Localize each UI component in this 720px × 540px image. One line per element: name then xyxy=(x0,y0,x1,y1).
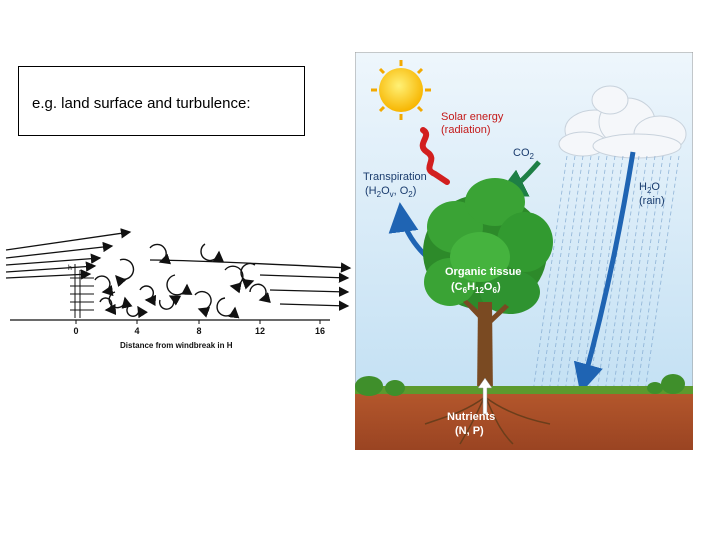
tick-label-4: 4 xyxy=(134,326,139,336)
height-axis-label: h xyxy=(68,265,72,272)
transpiration-formula: (H2Ov, O2) xyxy=(365,185,416,199)
tree-roots xyxy=(424,396,551,445)
tick-label-16: 16 xyxy=(315,326,325,336)
tick-marks xyxy=(75,320,321,324)
grass-strip xyxy=(355,386,693,394)
nutrients-label: Nutrients xyxy=(447,411,495,423)
caption-box: e.g. land surface and turbulence: xyxy=(18,66,305,136)
co2-label: CO2 xyxy=(513,147,535,161)
soil-ground xyxy=(355,392,693,450)
nutrients-formula: (N, P) xyxy=(455,425,484,437)
tree-canopy xyxy=(423,178,553,314)
solar-radiation-arrow xyxy=(419,127,450,185)
transpiration-label: Transpiration xyxy=(363,171,427,183)
rain-streaks xyxy=(532,155,680,393)
solar-energy-label: Solar energy xyxy=(441,111,504,123)
radiation-label: (radiation) xyxy=(441,124,491,136)
shrubs xyxy=(355,374,685,396)
turbulence-eddies xyxy=(94,243,271,319)
h2o-label: H2O xyxy=(639,181,660,195)
caption-text: e.g. land surface and turbulence: xyxy=(32,95,251,112)
ecosystem-diagram: Solar energy (radiation) H2O (rain) CO2 xyxy=(355,52,693,450)
tick-label-8: 8 xyxy=(196,326,201,336)
organic-formula: (C6H12O6) xyxy=(451,281,501,295)
tree-trunk xyxy=(463,300,509,397)
rain-arrow xyxy=(573,151,636,394)
organic-tissue-label: Organic tissue xyxy=(445,266,521,278)
windbreak-diagram: h 0 4 8 12 16 Distance from windbreak in… xyxy=(5,228,352,350)
tick-label-0: 0 xyxy=(73,326,78,336)
sun-icon xyxy=(371,60,431,120)
distance-axis-label: Distance from windbreak in H xyxy=(120,341,233,350)
nutrients-arrow xyxy=(477,377,493,415)
tick-label-12: 12 xyxy=(255,326,265,336)
windbreak-fence xyxy=(70,264,94,318)
cloud-icon xyxy=(558,85,687,159)
rain-label: (rain) xyxy=(639,195,665,207)
